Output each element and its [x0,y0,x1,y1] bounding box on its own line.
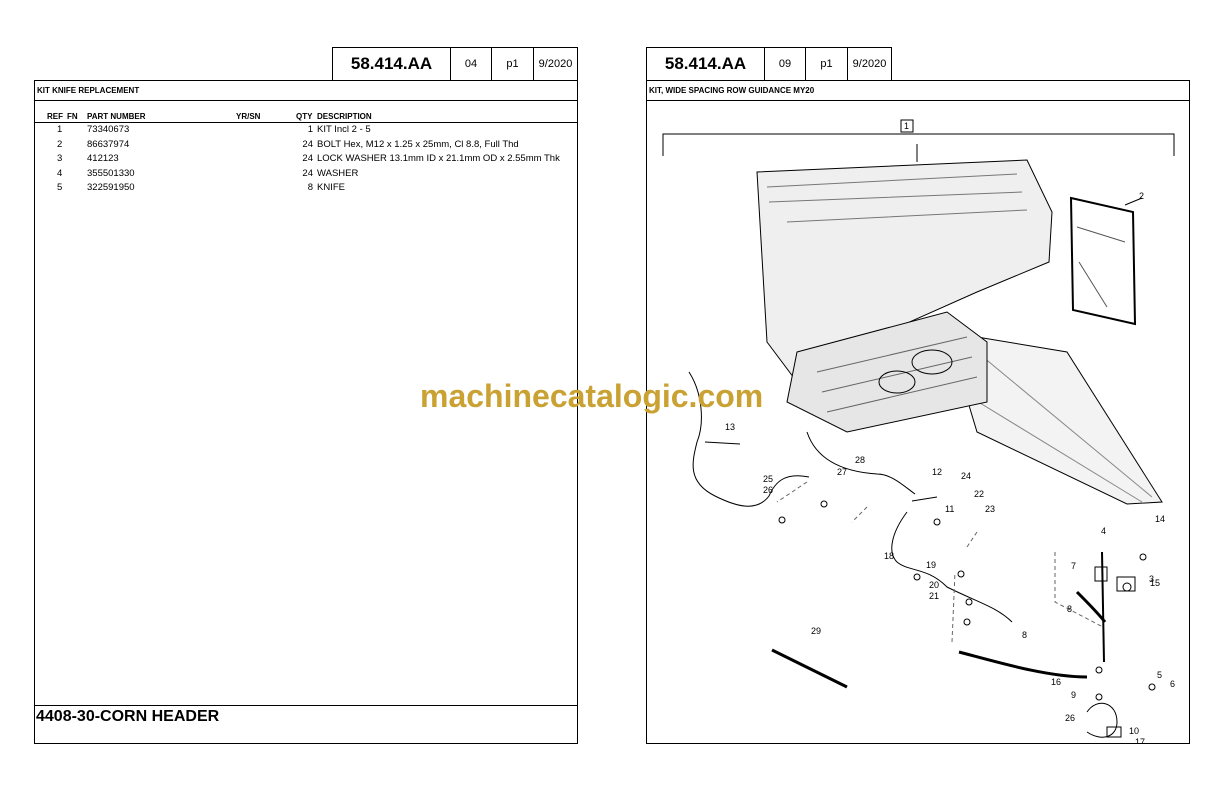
exploded-parts-diagram: 1 2 3 4 5 6 7 8 8 9 10 11 12 13 14 15 16… [662,119,1175,744]
kit-title: KIT KNIFE REPLACEMENT [35,81,577,101]
callout-25: 25 [763,474,773,484]
callout-26b: 26 [1065,713,1075,723]
section-code: 58.414.AA [646,47,765,81]
table-row: 1 73340673 1 KIT Incl 2 - 5 [35,124,577,139]
table-row: 5 322591950 8 KNIFE [35,182,577,197]
callout-9: 9 [1071,690,1076,700]
callout-11: 11 [945,504,954,514]
parts-frame: KIT KNIFE REPLACEMENT REF FN PART NUMBER… [34,80,578,744]
callout-15: 15 [1150,578,1160,588]
callout-13: 13 [725,422,735,432]
qty-cell: 24 [302,167,313,179]
callout-4: 4 [1101,526,1106,536]
sheet-number: 09 [764,47,806,81]
callout-8b: 8 [1022,630,1027,640]
callout-17: 17 [1135,737,1145,744]
desc-cell: WASHER [317,167,359,179]
desc-cell: LOCK WASHER 13.1mm ID x 21.1mm OD x 2.55… [317,153,560,164]
qty-cell: 8 [307,182,313,193]
left-parts-page: 58.414.AA 04 p1 9/2020 KIT KNIFE REPLACE… [34,47,578,744]
callout-27: 27 [837,467,847,477]
part-cell: 322591950 [87,182,135,193]
watermark: machinecatalogic.com [420,378,764,414]
callout-7: 7 [1071,561,1076,571]
callout-5: 5 [1157,670,1162,680]
qty-cell: 1 [307,124,313,135]
section-code: 58.414.AA [332,47,451,81]
ref-cell: 4 [57,167,63,179]
kit-title: KIT, WIDE SPACING ROW GUIDANCE MY20 [647,81,1189,101]
callout-18: 18 [884,551,894,561]
ref-cell: 1 [57,124,63,135]
part-cell: 412123 [87,153,119,164]
ref-cell: 2 [57,138,63,150]
callout-23: 23 [985,504,995,514]
callout-21: 21 [929,591,939,601]
parts-table-body: 1 73340673 1 KIT Incl 2 - 5 2 86637974 2… [35,124,577,197]
callout-12: 12 [932,467,942,477]
callout-2: 2 [1139,191,1144,201]
table-row: 3 412123 24 LOCK WASHER 13.1mm ID x 21.1… [35,153,577,168]
part-cell: 86637974 [87,138,130,150]
right-diagram-page: 58.414.AA 09 p1 9/2020 KIT, WIDE SPACING… [646,47,1190,744]
model-footer: 4408-30-CORN HEADER [35,705,577,743]
part-cell: 73340673 [87,124,130,135]
callout-29: 29 [811,626,821,636]
model-title: 4408-30-CORN HEADER [36,708,220,725]
callout-6: 6 [1170,679,1175,689]
callout-10: 10 [1129,726,1139,736]
col-ref: REF [47,112,63,121]
revision-date: 9/2020 [533,47,578,81]
callout-20: 20 [929,580,939,590]
qty-cell: 24 [302,138,313,150]
desc-cell: BOLT Hex, M12 x 1.25 x 25mm, Cl 8.8, Ful… [317,138,519,150]
col-fn: FN [67,112,78,121]
col-yrsn: YR/SN [236,112,261,121]
revision-date: 9/2020 [847,47,892,81]
part-cell: 355501330 [87,167,135,179]
desc-cell: KNIFE [317,182,345,193]
page-number: p1 [805,47,848,81]
callout-22: 22 [974,489,984,499]
callout-28: 28 [855,455,865,465]
page-number: p1 [491,47,534,81]
col-description: DESCRIPTION [317,112,372,121]
table-header: REF FN PART NUMBER YR/SN QTY DESCRIPTION [35,101,577,123]
callout-14: 14 [1155,514,1165,524]
desc-cell: KIT Incl 2 - 5 [317,124,371,135]
col-part-number: PART NUMBER [87,112,146,121]
callout-24: 24 [961,471,971,481]
sheet-number: 04 [450,47,492,81]
ref-cell: 3 [57,153,63,164]
callout-1: 1 [904,121,909,131]
callout-8a: 8 [1067,604,1072,614]
col-qty: QTY [296,112,313,121]
diagram-frame: KIT, WIDE SPACING ROW GUIDANCE MY20 [646,80,1190,744]
callout-19: 19 [926,560,936,570]
ref-cell: 5 [57,182,63,193]
callout-16: 16 [1051,677,1061,687]
callout-26a: 26 [763,485,773,495]
callout-3: 3 [1149,574,1154,584]
table-row: 4 355501330 24 WASHER [35,168,577,183]
qty-cell: 24 [302,153,313,164]
table-row: 2 86637974 24 BOLT Hex, M12 x 1.25 x 25m… [35,139,577,154]
